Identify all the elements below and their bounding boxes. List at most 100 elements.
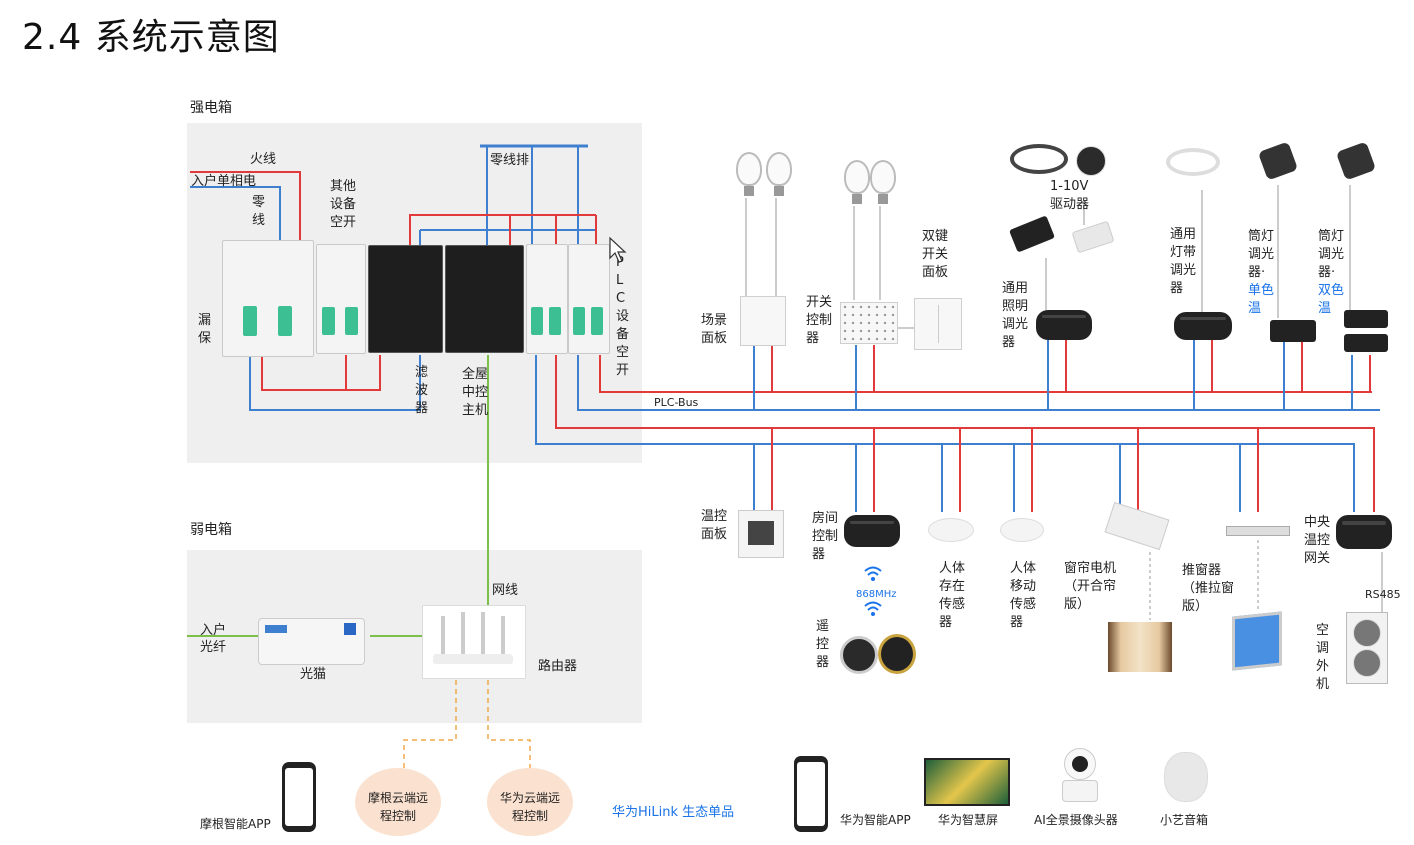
ac-outdoor-unit (1346, 612, 1388, 684)
cloud-icon (355, 768, 441, 836)
plc-bus-live-top (599, 355, 1372, 393)
remote-device-1 (840, 636, 878, 674)
window-image (1232, 611, 1282, 671)
strip-dimmer (1174, 312, 1232, 340)
bulb-icon (766, 152, 792, 196)
camera-base (1062, 780, 1098, 802)
plc-bus-neutral-bottom (535, 355, 1355, 512)
spot-single-label-a: 筒灯调光器· (1248, 229, 1275, 280)
moyan-cloud-label: 摩根云端远程控制 (368, 791, 429, 823)
bulb-icon (844, 160, 870, 204)
page-title: 2.4 系统示意图 (22, 17, 280, 58)
lighting-dimmer (1036, 310, 1092, 340)
plc-breaker-1 (526, 244, 568, 354)
live-wire-in (190, 171, 301, 240)
bulb-icon (870, 160, 896, 204)
phone-icon (794, 756, 828, 832)
strong-box-label: 强电箱 (190, 100, 232, 116)
spot-dual-label-a: 筒灯调光器· (1318, 229, 1345, 280)
bulb-icon (736, 152, 762, 196)
speaker-icon (1164, 752, 1208, 802)
double-switch-panel (914, 298, 962, 350)
smart-screen-icon (924, 758, 1010, 806)
plc-bus-live-bottom (555, 355, 1375, 512)
phone-icon (282, 762, 316, 832)
plc-bus-neutral-top (577, 355, 1380, 411)
huawei-cloud-label: 华为云端远程控制 (500, 791, 561, 823)
neutral-bar-label: 零线排 (490, 153, 530, 168)
filter-device (368, 245, 443, 353)
led-strip-icon (1166, 148, 1220, 176)
camera-icon (1064, 748, 1096, 780)
wifi-icon (864, 566, 882, 581)
host-device (445, 245, 524, 353)
optical-modem (258, 618, 365, 665)
other-breaker-label: 其他设备空开 (330, 179, 357, 230)
remote-label: 遥控器 (816, 619, 830, 670)
spot-dual-label-b: 双色温 (1318, 283, 1345, 316)
spotlight-icon (1076, 146, 1106, 176)
double-switch-label: 双键开关面板 (922, 229, 949, 280)
curtain-image (1108, 622, 1172, 672)
lighting-dimmer-label: 通用照明调光器 (1002, 281, 1029, 350)
network-cable-label: 网线 (492, 583, 519, 598)
scene-panel (740, 296, 786, 346)
plc-breaker-2 (568, 244, 610, 354)
leakage-label: 漏保 (198, 313, 212, 346)
live-wire-label: 火线 (250, 152, 277, 167)
spot-single-dimmer (1270, 320, 1316, 342)
motion-sensor (1000, 518, 1044, 542)
spot-single-label-b: 单色温 (1248, 283, 1275, 316)
motion-sensor-label: 人体移动传感器 (1010, 561, 1037, 630)
mouse-cursor-icon (609, 236, 627, 263)
ac-outdoor-label: 空调外机 (1316, 623, 1330, 692)
presence-sensor (928, 518, 974, 542)
driver-label: 1-10V驱动器 (1050, 179, 1090, 212)
led-strip-icon (1010, 144, 1068, 174)
optical-modem-label: 光猫 (300, 667, 327, 682)
fiber-label: 入户光纤 (200, 623, 227, 655)
ac-gateway-label: 中央温控网关 (1304, 515, 1331, 566)
plc-breaker-label: PLC设备空开 (616, 255, 630, 378)
weak-box-label: 弱电箱 (190, 522, 232, 538)
router (422, 605, 526, 679)
spot-single-label: 筒灯调光器· 单色温 (1248, 228, 1278, 318)
switch-controller-label: 开关控制器 (806, 295, 833, 346)
leakage-breaker (222, 240, 314, 357)
plc-bus-label: PLC-Bus (654, 396, 699, 409)
thermostat-panel (738, 510, 784, 558)
neutral-wire-in (190, 186, 281, 240)
spot-dual-dimmer-b (1344, 334, 1388, 352)
incoming-power-label: 入户单相电 (191, 174, 257, 189)
smart-screen-label: 华为智慧屏 (938, 813, 999, 827)
huawei-app-label: 华为智能APP (840, 813, 911, 827)
ac-gateway (1336, 515, 1392, 549)
cloud-icon (487, 768, 573, 836)
spot-dual-dimmer-a (1344, 310, 1388, 328)
window-opener (1226, 526, 1290, 536)
host-label: 全屋中控主机 (462, 367, 489, 418)
rs485-label: RS485 (1365, 588, 1401, 601)
hilink-label: 华为HiLink 生态单品 (612, 805, 735, 820)
speaker-label: 小艺音箱 (1160, 813, 1209, 827)
presence-sensor-label: 人体存在传感器 (939, 561, 966, 630)
spot-dual-label: 筒灯调光器· 双色温 (1318, 228, 1348, 318)
camera-label: AI全景摄像头器 (1034, 813, 1118, 827)
neutral-wire-label: 零线 (252, 195, 266, 228)
strip-dimmer-label: 通用灯带调光器 (1170, 227, 1197, 296)
window-opener-label: 推窗器（推拉窗版） (1182, 563, 1235, 614)
room-controller (844, 515, 900, 547)
switch-controller (840, 302, 898, 344)
scene-panel-label: 场景面板 (701, 313, 728, 346)
filter-label: 滤波器 (415, 365, 429, 416)
frequency-label: 868MHz (856, 589, 897, 600)
thermostat-label: 温控面板 (701, 509, 728, 542)
curtain-motor-label: 窗帘电机（开合帘版） (1064, 561, 1117, 612)
moyan-app-label: 摩根智能APP (200, 817, 271, 831)
other-breaker (316, 244, 366, 354)
wifi-icon (864, 601, 882, 616)
remote-device-2 (878, 634, 916, 674)
room-controller-label: 房间控制器 (812, 511, 839, 562)
router-label: 路由器 (538, 659, 578, 674)
